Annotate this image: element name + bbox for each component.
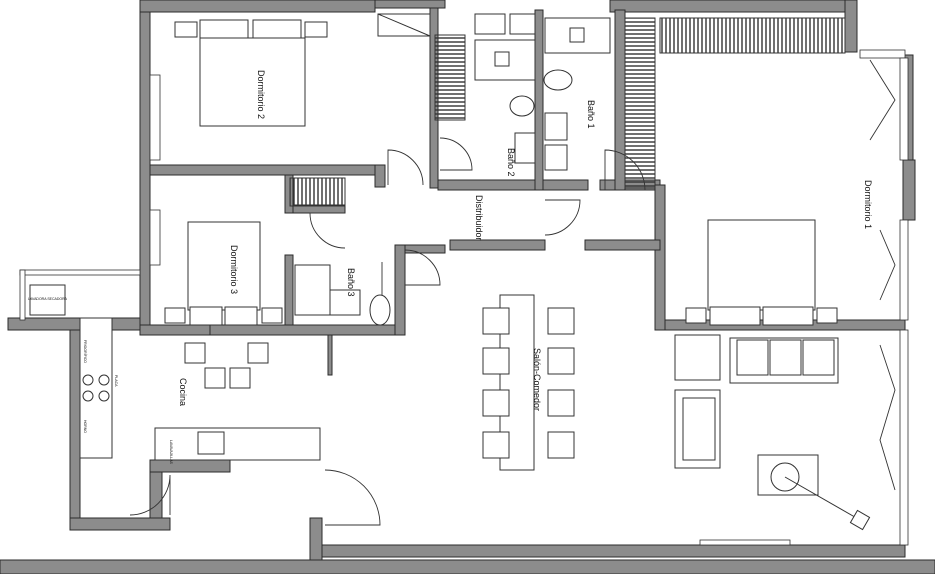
kitchen: [29, 284, 321, 461]
window-dormitorio-3: [149, 209, 161, 266]
sink-icon: [197, 431, 225, 455]
label-frigorifico: FRIGORÍFICO: [83, 340, 87, 363]
kitchen-table-set: [184, 342, 269, 389]
window-terrace: [19, 269, 141, 276]
window-dormitorio-1-east-2: [899, 219, 909, 321]
label-distribuidor: Distribuidor: [474, 195, 484, 241]
door-cocina-terrace: [129, 474, 171, 516]
wardrobes: [289, 13, 846, 207]
washer-dryer: [29, 284, 66, 316]
bathroom-fixtures: [294, 17, 611, 326]
door-dormitorio-2: [387, 149, 424, 186]
label-dormitorio-1: Dormitorio 1: [863, 180, 873, 229]
label-lavavajillas: LAVAVAJILLAS: [169, 440, 173, 465]
label-placa: PLACA: [114, 375, 118, 387]
bed-dormitorio-2: [199, 37, 306, 127]
appliance-labels: LAVADORA SECADORA FRIGORÍFICO PLACA HORN…: [28, 297, 173, 465]
kitchen-counter-bottom: [154, 427, 321, 461]
label-dormitorio-2: Dormitorio 2: [256, 70, 266, 119]
salon-furniture: [482, 294, 871, 531]
room-labels: Dormitorio 2 Dormitorio 3 Dormitorio 1 B…: [178, 70, 873, 411]
label-bano-1: Baño 1: [586, 100, 596, 129]
window-dormitorio-1-top: [859, 49, 906, 59]
door-dormitorio-1: [544, 199, 581, 236]
label-dormitorio-3: Dormitorio 3: [229, 245, 239, 294]
label-bano-3: Baño 3: [346, 268, 356, 297]
bed-dormitorio-1: [707, 219, 816, 311]
floor-lamp-icon: [849, 509, 871, 531]
label-cocina: Cocina: [178, 378, 188, 406]
dining-chairs: [482, 307, 575, 459]
kitchen-counter-left: [79, 317, 113, 459]
label-salon-comedor: Salón-Comedor: [532, 348, 542, 411]
armchair: [674, 334, 721, 381]
bed-dormitorio-3: [187, 221, 261, 311]
door-bano-3: [404, 249, 441, 286]
window-salon: [899, 329, 909, 546]
window-dormitorio-1-east: [899, 57, 909, 161]
label-lavadora: LAVADORA SECADORA: [28, 297, 68, 301]
windows: [19, 49, 909, 546]
label-bano-2: Baño 2: [506, 148, 516, 177]
door-dormitorio-3: [309, 212, 346, 249]
door-bano-2: [439, 137, 473, 171]
window-dormitorio-2: [149, 74, 161, 161]
door-entrance: [324, 469, 381, 526]
label-horno: HORNO: [83, 420, 87, 433]
bedroom-furniture: [164, 19, 838, 326]
window-salon-bottom: [699, 539, 791, 546]
